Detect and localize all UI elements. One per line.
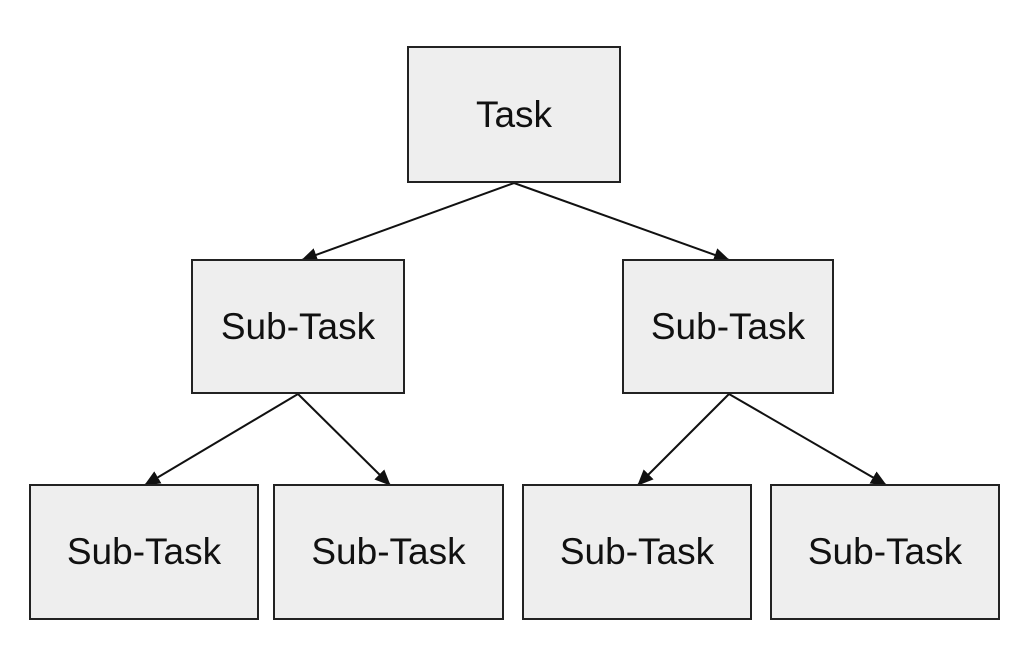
edge-root-to-left-subtask <box>301 182 515 262</box>
subtask-node-label: Sub-Task <box>66 531 222 572</box>
subtask-node-right: Sub-Task <box>622 259 834 394</box>
subtask-node-right-right: Sub-Task <box>770 484 1000 620</box>
edge-root-to-right-subtask <box>513 182 730 262</box>
edge-left-subtask-to-left-left-subtask <box>144 393 299 486</box>
subtask-node-left-right: Sub-Task <box>273 484 504 620</box>
subtask-node-label: Sub-Task <box>650 305 806 347</box>
subtask-node-label: Sub-Task <box>807 531 963 572</box>
subtask-node-right-left: Sub-Task <box>522 484 752 620</box>
subtask-node-label: Sub-Task <box>220 305 376 347</box>
edge-left-subtask-to-left-right-subtask <box>297 393 391 486</box>
edge-right-subtask-to-right-left-subtask <box>637 393 730 486</box>
subtask-node-left: Sub-Task <box>191 259 405 394</box>
subtask-node-label: Sub-Task <box>559 531 715 572</box>
task-node-root: Task <box>407 46 621 183</box>
task-node-label: Task <box>475 93 553 135</box>
subtask-node-label: Sub-Task <box>311 531 466 572</box>
edge-right-subtask-to-right-right-subtask <box>728 393 887 486</box>
subtask-node-left-left: Sub-Task <box>29 484 259 620</box>
